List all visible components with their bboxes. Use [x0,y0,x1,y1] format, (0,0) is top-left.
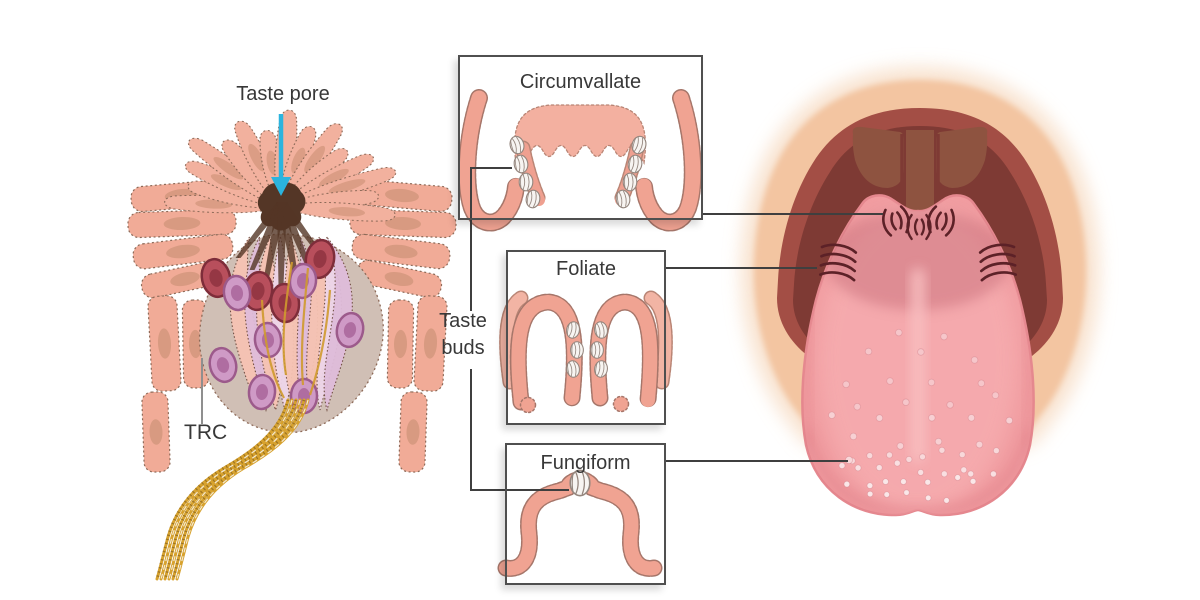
taste-buds-label: Taste buds [431,308,495,362]
foliate-illustration [499,290,673,414]
taste-buds-connector [470,167,569,491]
fungiform-panel-title: Fungiform [540,452,631,474]
uvula-gap-lines [900,134,940,186]
taste-pore-arrow [271,114,291,196]
connector-lines [470,167,883,491]
foliate-panel: Foliate [506,250,666,425]
fungiform-panel: Fungiform [505,443,666,585]
cell-nuclei [200,238,365,415]
trc-label: TRC [184,421,228,444]
circumvallate-panel-title: Circumvallate [519,71,642,93]
fungiform-papillae-dots [828,328,1013,504]
nerve-fibers [155,261,332,581]
taste-pore-label: Taste pore [236,83,330,105]
taste-buds-label-line2: buds [441,337,485,359]
foliate-panel-title: Foliate [555,258,617,280]
fungiform-illustration [497,469,663,577]
taste-buds-label-line1: Taste [439,310,487,332]
mouth-tongue-illustration [740,66,1100,517]
taste-pore-opening [235,182,326,285]
circumvallate-panel: Circumvallate [458,55,703,220]
